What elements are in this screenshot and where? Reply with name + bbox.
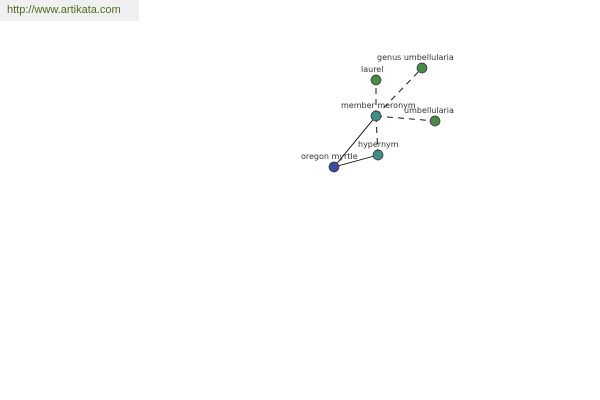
node-oregon-myrtle[interactable] (328, 161, 340, 173)
node-genus-umbellularia[interactable] (416, 62, 428, 74)
edge-oregon-myrtle-to-member-meronym (333, 115, 377, 168)
node-umbellularia[interactable] (429, 115, 441, 127)
edge-hypernym-to-member-meronym (375, 115, 379, 156)
edge-member-meronym-to-genus-umbellularia (375, 67, 423, 117)
edges-layer (333, 67, 436, 168)
edge-member-meronym-to-umbellularia (375, 115, 436, 122)
node-member-meronym[interactable] (370, 110, 382, 122)
source-link-bar: http://www.artikata.com (0, 0, 139, 21)
node-label-member-meronym[interactable]: member meronym (341, 101, 416, 110)
node-label-hypernym[interactable]: hypernym (358, 140, 399, 149)
edge-oregon-myrtle-to-hypernym (333, 154, 379, 168)
nodes-layer (328, 62, 441, 173)
node-label-oregon-myrtle[interactable]: oregon myrtle (301, 152, 358, 161)
node-hypernym[interactable] (372, 149, 384, 161)
source-link[interactable]: http://www.artikata.com (7, 4, 121, 16)
node-label-laurel[interactable]: laurel (361, 65, 383, 74)
node-laurel[interactable] (370, 74, 382, 86)
node-label-umbellularia[interactable]: umbellularia (404, 106, 454, 115)
node-label-genus-umbellularia[interactable]: genus umbellularia (377, 53, 454, 62)
